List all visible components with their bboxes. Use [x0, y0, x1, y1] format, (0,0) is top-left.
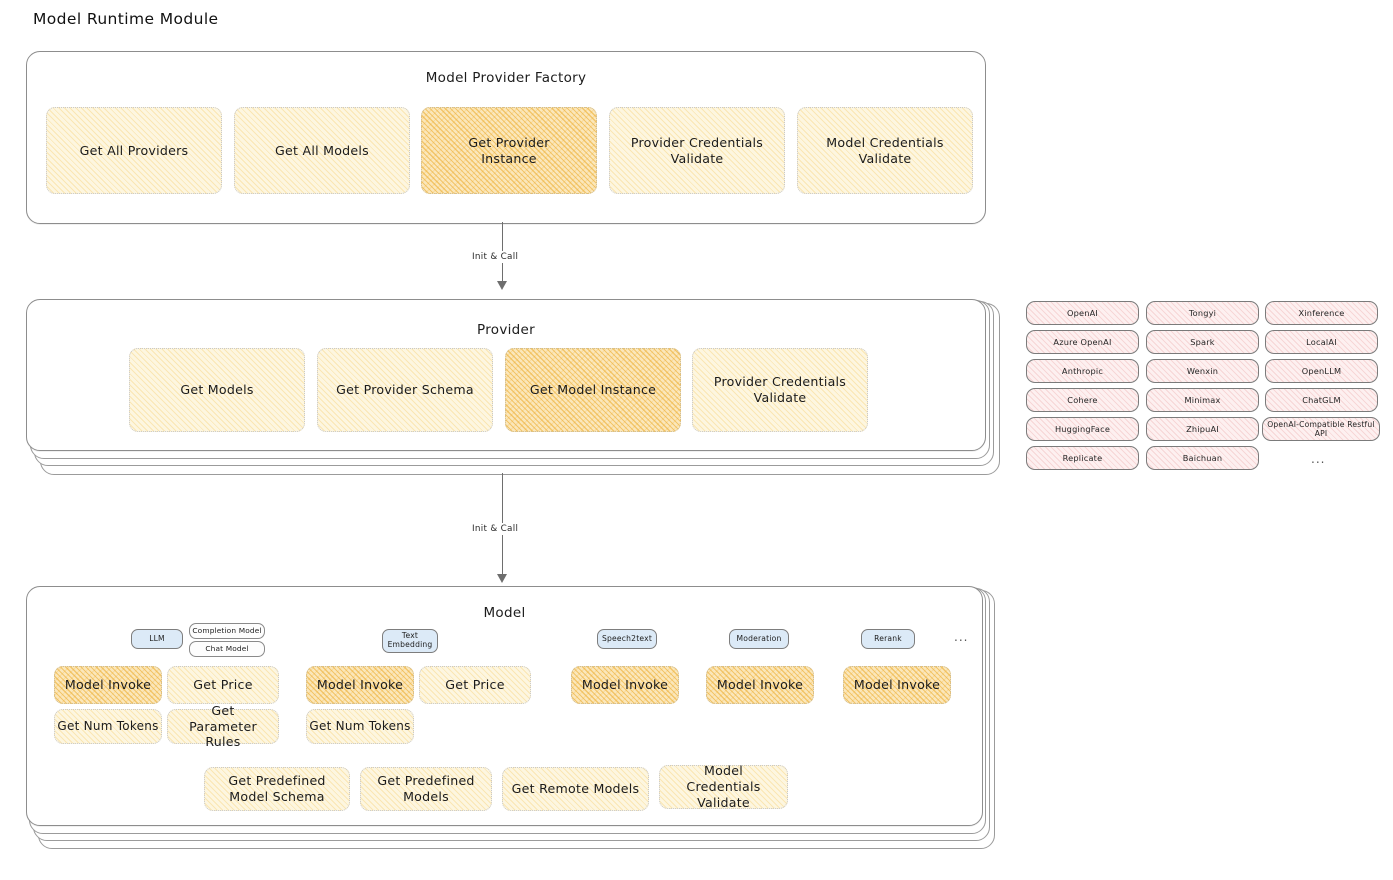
panel-title-model: Model: [483, 605, 526, 621]
provider-item-get-model-instance[interactable]: Get Model Instance: [505, 348, 681, 432]
page-title: Model Runtime Module: [33, 10, 219, 28]
factory-item-model-credentials-validate[interactable]: Model Credentials Validate: [797, 107, 973, 194]
model-subtag-chat-model[interactable]: Chat Model: [189, 641, 265, 657]
arrow-label-init-and-call-2: Init & Call: [469, 523, 522, 535]
factory-item-provider-credentials-validate[interactable]: Provider Credentials Validate: [609, 107, 785, 194]
factory-item-get-all-models[interactable]: Get All Models: [234, 107, 410, 194]
provider-pill-chatglm[interactable]: ChatGLM: [1265, 388, 1378, 412]
provider-pill-zhipuai[interactable]: ZhipuAI: [1146, 417, 1259, 441]
provider-pill-openllm[interactable]: OpenLLM: [1265, 359, 1378, 383]
model-text-embedding-item-get-price[interactable]: Get Price: [419, 666, 531, 704]
factory-item-get-provider-instance[interactable]: Get Provider Instance: [421, 107, 597, 194]
model-tag-moderation[interactable]: Moderation: [729, 629, 789, 649]
model-text-embedding-item-model-invoke[interactable]: Model Invoke: [306, 666, 414, 704]
model-rerank-item-model-invoke[interactable]: Model Invoke: [843, 666, 951, 704]
provider-pill-wenxin[interactable]: Wenxin: [1146, 359, 1259, 383]
model-common-model-credentials-validate[interactable]: Model Credentials Validate: [659, 763, 788, 810]
provider-pill-huggingface[interactable]: HuggingFace: [1026, 417, 1139, 441]
provider-pill-anthropic[interactable]: Anthropic: [1026, 359, 1139, 383]
model-text-embedding-item-get-num-tokens[interactable]: Get Num Tokens: [306, 709, 414, 744]
model-tag-text-embedding[interactable]: Text Embedding: [382, 629, 438, 653]
panel-provider: Provider Get Models Get Provider Schema …: [26, 299, 986, 451]
provider-pill-minimax[interactable]: Minimax: [1146, 388, 1259, 412]
model-common-get-predefined-models[interactable]: Get Predefined Models: [360, 767, 492, 811]
provider-item-get-models[interactable]: Get Models: [129, 348, 305, 432]
panel-title-model-provider-factory: Model Provider Factory: [425, 70, 587, 86]
model-speech2text-item-model-invoke[interactable]: Model Invoke: [571, 666, 679, 704]
provider-pill-tongyi[interactable]: Tongyi: [1146, 301, 1259, 325]
model-subtag-completion-model[interactable]: Completion Model: [189, 623, 265, 639]
provider-pill-cohere[interactable]: Cohere: [1026, 388, 1139, 412]
model-llm-item-get-num-tokens[interactable]: Get Num Tokens: [54, 709, 162, 744]
model-moderation-item-model-invoke[interactable]: Model Invoke: [706, 666, 814, 704]
panel-model: Model LLM Completion Model Chat Model Mo…: [26, 586, 983, 826]
arrow-label-init-and-call-1: Init & Call: [469, 251, 522, 263]
provider-item-provider-credentials-validate[interactable]: Provider Credentials Validate: [692, 348, 868, 432]
provider-pill-localai[interactable]: LocalAI: [1265, 330, 1378, 354]
model-tag-rerank[interactable]: Rerank: [861, 629, 915, 649]
arrow-provider-to-model-head: [497, 574, 507, 583]
provider-pill-replicate[interactable]: Replicate: [1026, 446, 1139, 470]
model-tag-speech2text[interactable]: Speech2text: [597, 629, 657, 649]
arrow-factory-to-provider-head: [497, 281, 507, 290]
model-tag-llm[interactable]: LLM: [131, 629, 183, 649]
model-common-get-predefined-model-schema[interactable]: Get Predefined Model Schema: [204, 767, 350, 811]
model-groups-more: ...: [954, 630, 969, 644]
panel-model-provider-factory: Model Provider Factory Get All Providers…: [26, 51, 986, 224]
provider-list-more: ...: [1311, 452, 1326, 466]
provider-pill-baichuan[interactable]: Baichuan: [1146, 446, 1259, 470]
model-llm-item-model-invoke[interactable]: Model Invoke: [54, 666, 162, 704]
model-common-get-remote-models[interactable]: Get Remote Models: [502, 767, 649, 811]
provider-item-get-provider-schema[interactable]: Get Provider Schema: [317, 348, 493, 432]
provider-pill-spark[interactable]: Spark: [1146, 330, 1259, 354]
model-llm-item-get-parameter-rules[interactable]: Get Parameter Rules: [167, 703, 279, 749]
model-llm-item-get-price[interactable]: Get Price: [167, 666, 279, 704]
provider-pill-openai-compatible-restful-api[interactable]: OpenAI-Compatible Restful API: [1262, 417, 1380, 441]
provider-pill-openai[interactable]: OpenAI: [1026, 301, 1139, 325]
provider-pill-xinference[interactable]: Xinference: [1265, 301, 1378, 325]
factory-item-get-all-providers[interactable]: Get All Providers: [46, 107, 222, 194]
provider-pill-azure-openai[interactable]: Azure OpenAI: [1026, 330, 1139, 354]
panel-title-provider: Provider: [477, 322, 535, 338]
